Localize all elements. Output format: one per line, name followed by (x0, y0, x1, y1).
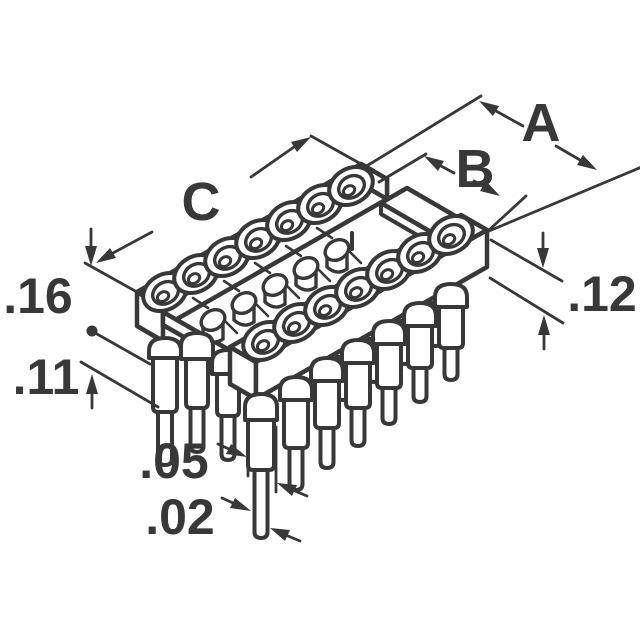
dim-12: .12 (488, 231, 637, 351)
dim-a: A (363, 93, 640, 233)
datum-dot (86, 325, 98, 337)
dim-02-arrowhead-right (270, 528, 290, 541)
center-window-contacts (191, 226, 363, 344)
pin (402, 301, 438, 404)
dim-c-label: C (182, 172, 221, 232)
pin (278, 375, 314, 492)
dim-c-arrowhead-right (291, 137, 311, 152)
dim-02-arrow-tail-left (220, 496, 235, 505)
dim-12-label: .12 (567, 266, 637, 322)
dim-02-arrow-tail-right (286, 534, 302, 543)
dim-b-arrowhead-left (424, 156, 444, 171)
dim-16: .16 (3, 227, 97, 324)
near-contact-ring-row (241, 213, 475, 363)
far-pin-row (147, 331, 246, 467)
near-pin-row (243, 282, 469, 540)
dimension-annotations: C A B .16 (3, 93, 640, 545)
dim-c-extension-left (83, 261, 139, 294)
contact-ring (427, 213, 475, 257)
dim-a-line-left (494, 109, 525, 128)
dim-a-line-right (554, 144, 582, 162)
dim-16-arrowhead (85, 246, 97, 266)
dim-16-label: .16 (3, 268, 73, 324)
dim-12-arrowhead-down (537, 248, 549, 268)
dim-c: C (83, 134, 363, 294)
pin (371, 319, 407, 426)
pin (309, 356, 345, 470)
window-contact-funnel (284, 244, 332, 292)
dim-05-arrow-tail-left (216, 442, 231, 451)
pin (433, 282, 469, 382)
dim-a-label: A (522, 93, 561, 153)
pin (243, 392, 279, 540)
dim-12-extension-top (489, 238, 564, 283)
window-contact-funnel (315, 226, 363, 274)
dim-12-arrowhead-up (538, 315, 550, 335)
dim-05-arrowhead-left (226, 444, 247, 457)
dim-a-arrowhead-left (479, 101, 499, 116)
dim-c-arrowhead-left (96, 248, 116, 263)
pin (147, 336, 183, 467)
datum-leader-line (95, 332, 152, 366)
dim-b-extension-near (487, 194, 528, 232)
dim-a-extension-far (363, 94, 483, 169)
dim-05-arrowhead-right (277, 483, 297, 496)
socket-body (134, 161, 490, 540)
dim-b-line-left (439, 164, 456, 175)
dim-05-arrow-tail-right (293, 489, 309, 498)
dim-a-extension-near (487, 166, 640, 233)
dim-b-extension-far (377, 152, 428, 184)
dim-02-label: .02 (145, 489, 215, 545)
dim-05-label: .05 (139, 433, 209, 489)
dim-b-arrowhead-right (480, 181, 500, 196)
dim-11: .11 (13, 325, 160, 410)
dim-11-arrowhead (86, 374, 98, 394)
far-contact-ring-row (141, 164, 375, 314)
dim-b: B (377, 139, 528, 232)
dim-c-line-left (111, 230, 154, 255)
dim-05: .05 (139, 425, 309, 498)
dim-c-extension-right (309, 134, 363, 166)
dim-02-arrowhead-left (230, 498, 251, 511)
dim-12-extension-bottom (488, 276, 565, 325)
window-contact-funnel (253, 261, 301, 309)
window-contact-funnel (222, 279, 270, 327)
contact-ring (141, 270, 189, 314)
dim-a-arrowhead-right (577, 155, 597, 170)
dim-b-label: B (456, 139, 495, 199)
dim-11-label: .11 (13, 349, 80, 405)
pin (179, 331, 215, 454)
contact-ring (327, 164, 375, 208)
dim-b-line-right (472, 179, 485, 188)
pin (340, 338, 376, 448)
dim-02: .02 (145, 489, 302, 545)
dim-c-line-right (249, 145, 296, 179)
dim-11-reference-line (79, 360, 160, 409)
